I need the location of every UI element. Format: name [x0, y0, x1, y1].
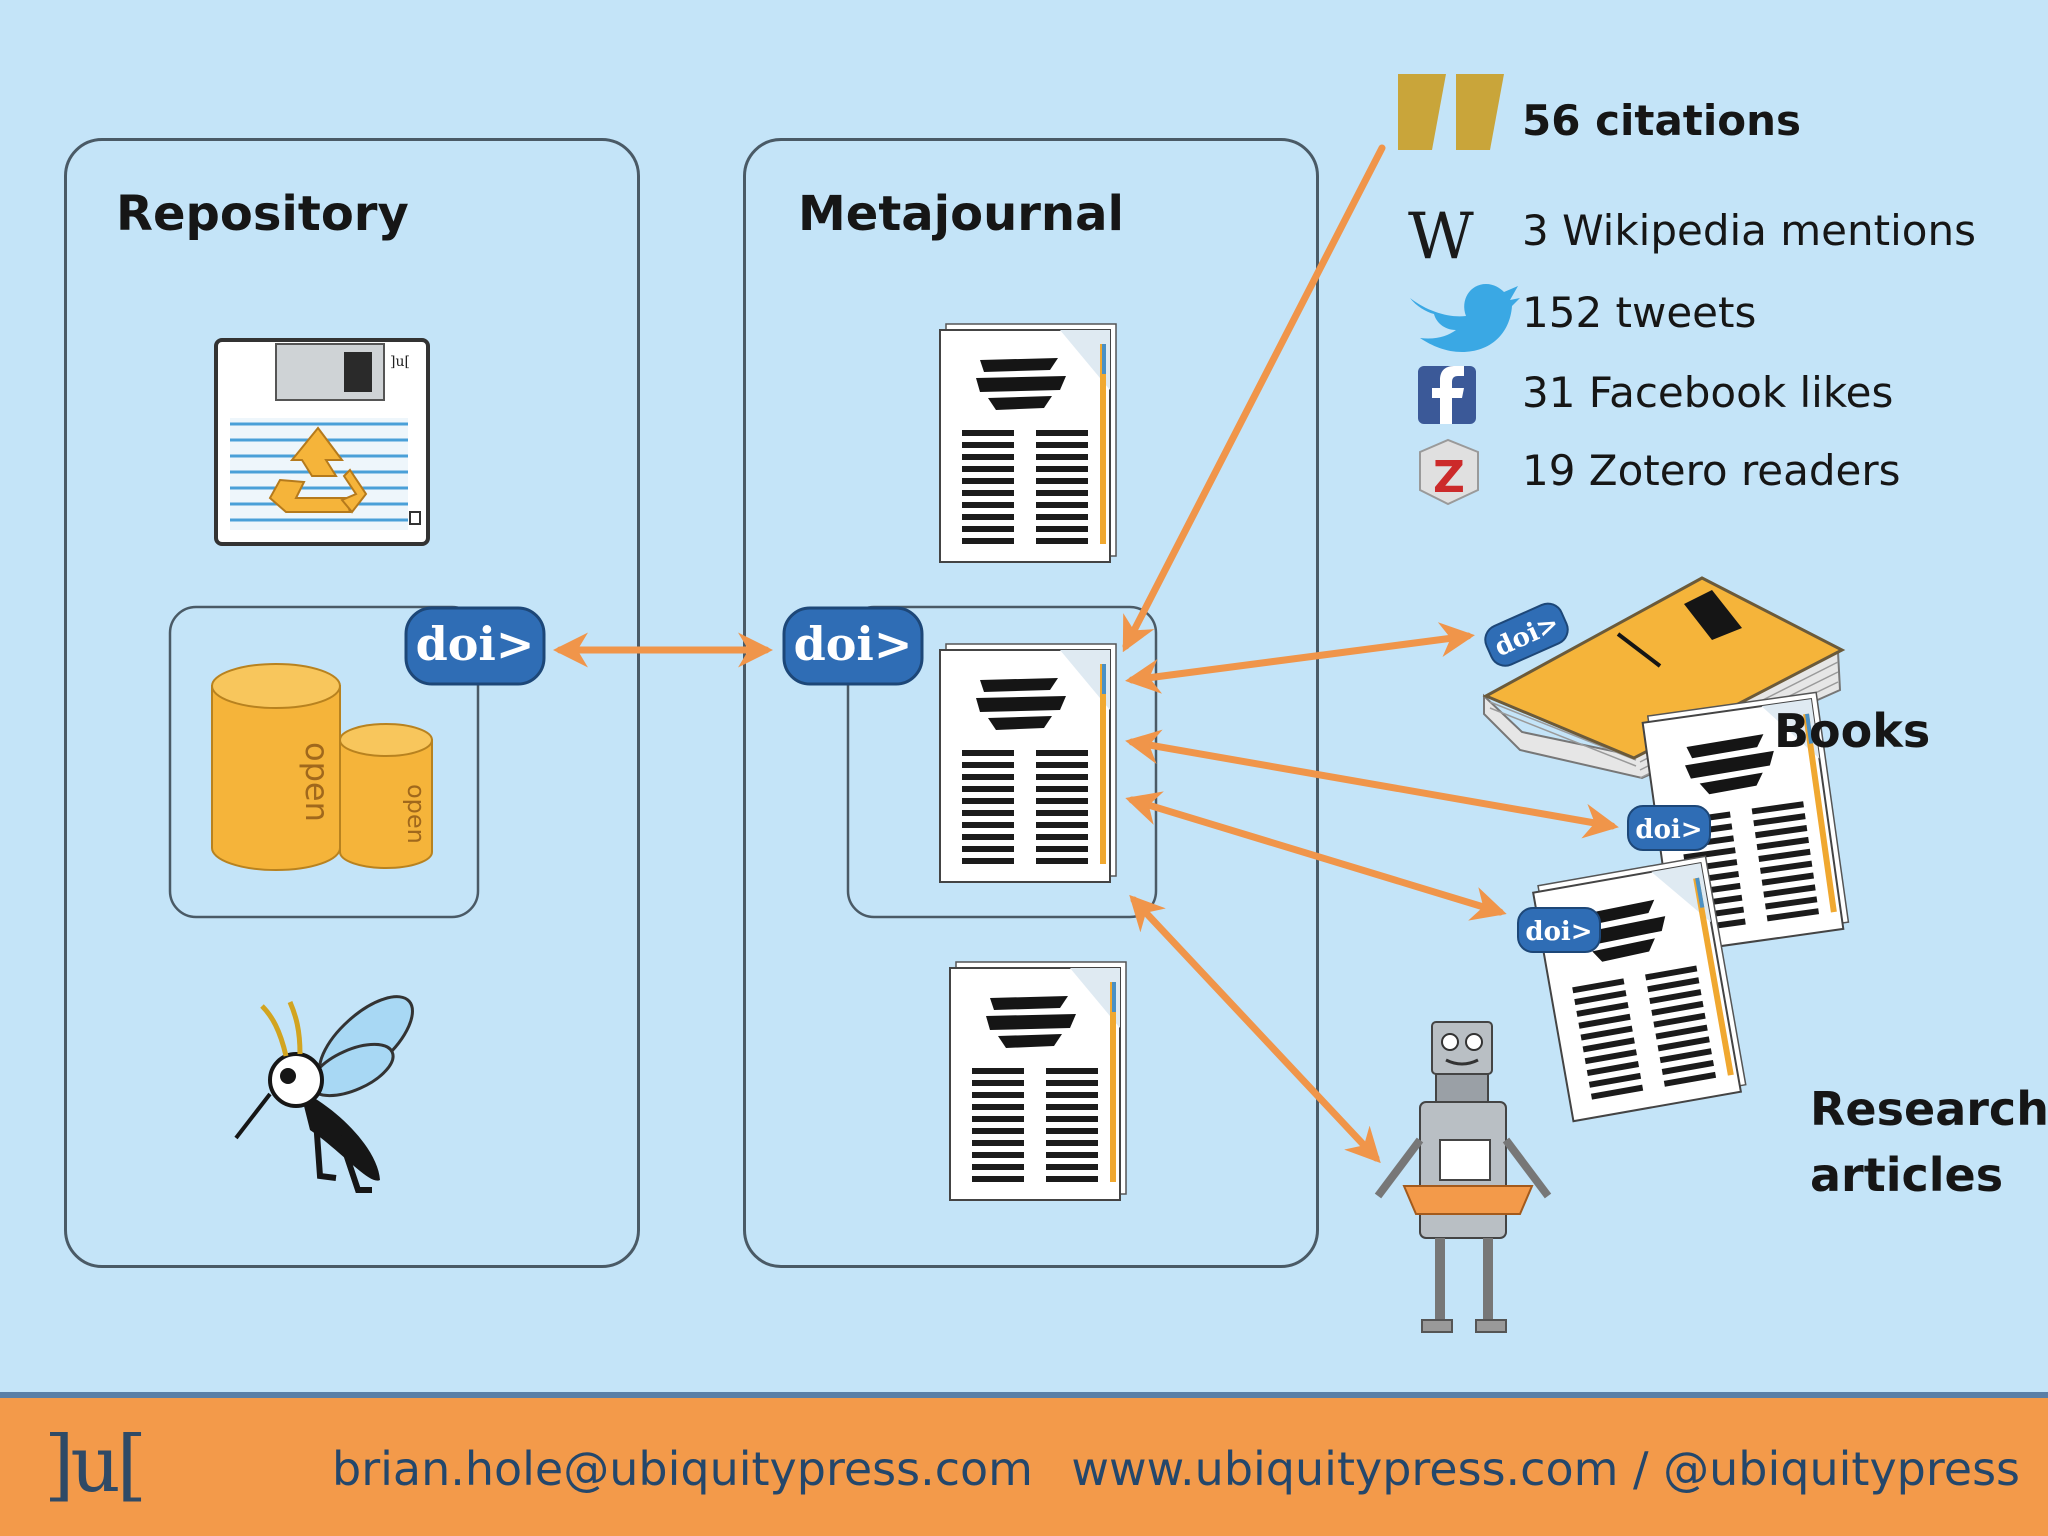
floppy-disk-icon: ]u[	[214, 338, 430, 546]
zotero-icon: Z	[1419, 438, 1479, 506]
research-caption-line2: articles	[1810, 1148, 2004, 1202]
open-data-cylinders-icon: open open	[211, 663, 433, 871]
doi-badge-research-back: doi>	[1627, 805, 1711, 851]
doi-badge-research-front: doi>	[1517, 907, 1601, 953]
mosquito-icon	[234, 995, 414, 1193]
metajournal-title: Metajournal	[798, 186, 1124, 242]
citations-arrow	[1122, 144, 1386, 653]
footer-email[interactable]: brian.hole@ubiquitypress.com	[332, 1442, 1033, 1496]
books-arrow	[1125, 622, 1475, 694]
repository-panel	[64, 138, 640, 1268]
cylinder-label-small: open	[402, 784, 430, 844]
article-featured	[939, 643, 1117, 883]
repository-title: Repository	[116, 186, 409, 242]
diagram-graphics: ]u[ ope	[168, 74, 1851, 1333]
cylinder-label-large: open	[298, 742, 336, 822]
article-bottom	[949, 961, 1127, 1201]
zotero-label: 19 Zotero readers	[1522, 446, 1901, 495]
books-caption: Books	[1774, 704, 1931, 758]
ubiquity-logo: ]u[	[44, 1420, 147, 1510]
repository-inner-box	[168, 605, 480, 919]
facebook-icon	[1418, 366, 1476, 424]
article-top	[939, 323, 1117, 563]
twitter-icon	[1410, 284, 1520, 352]
doi-badge-text: doi>	[794, 617, 913, 671]
footer-bar: ]u[ brian.hole@ubiquitypress.com www.ubi…	[0, 1392, 2048, 1536]
doi-badge-repository: doi>	[404, 606, 546, 686]
robot-icon	[1374, 1021, 1552, 1333]
research-caption-line1: Research	[1810, 1082, 2048, 1136]
metajournal-panel	[743, 138, 1319, 1268]
doi-badge-text: doi>	[416, 617, 535, 671]
research-arrow-upper	[1125, 729, 1619, 839]
svg-text:Z: Z	[1433, 452, 1465, 503]
doi-badge-research-front-text: doi>	[1525, 917, 1592, 947]
research-arrow-lower	[1125, 791, 1507, 921]
wikipedia-icon: W	[1408, 200, 1474, 274]
disk-label-text: ]u[	[390, 354, 410, 370]
facebook-label: 31 Facebook likes	[1522, 368, 1894, 417]
recycle-icon	[268, 426, 368, 514]
citations-label: 56 citations	[1522, 96, 1802, 145]
doi-badge-metajournal: doi>	[782, 606, 924, 686]
tweets-label: 152 tweets	[1522, 288, 1757, 337]
doi-badge-research-back-text: doi>	[1635, 815, 1702, 845]
quote-icon	[1398, 74, 1504, 150]
robot-arrow	[1129, 894, 1381, 1164]
footer-website[interactable]: www.ubiquitypress.com / @ubiquitypress	[1071, 1442, 2020, 1496]
connection-arrows	[553, 144, 1619, 1164]
wikipedia-label: 3 Wikipedia mentions	[1522, 206, 1976, 255]
